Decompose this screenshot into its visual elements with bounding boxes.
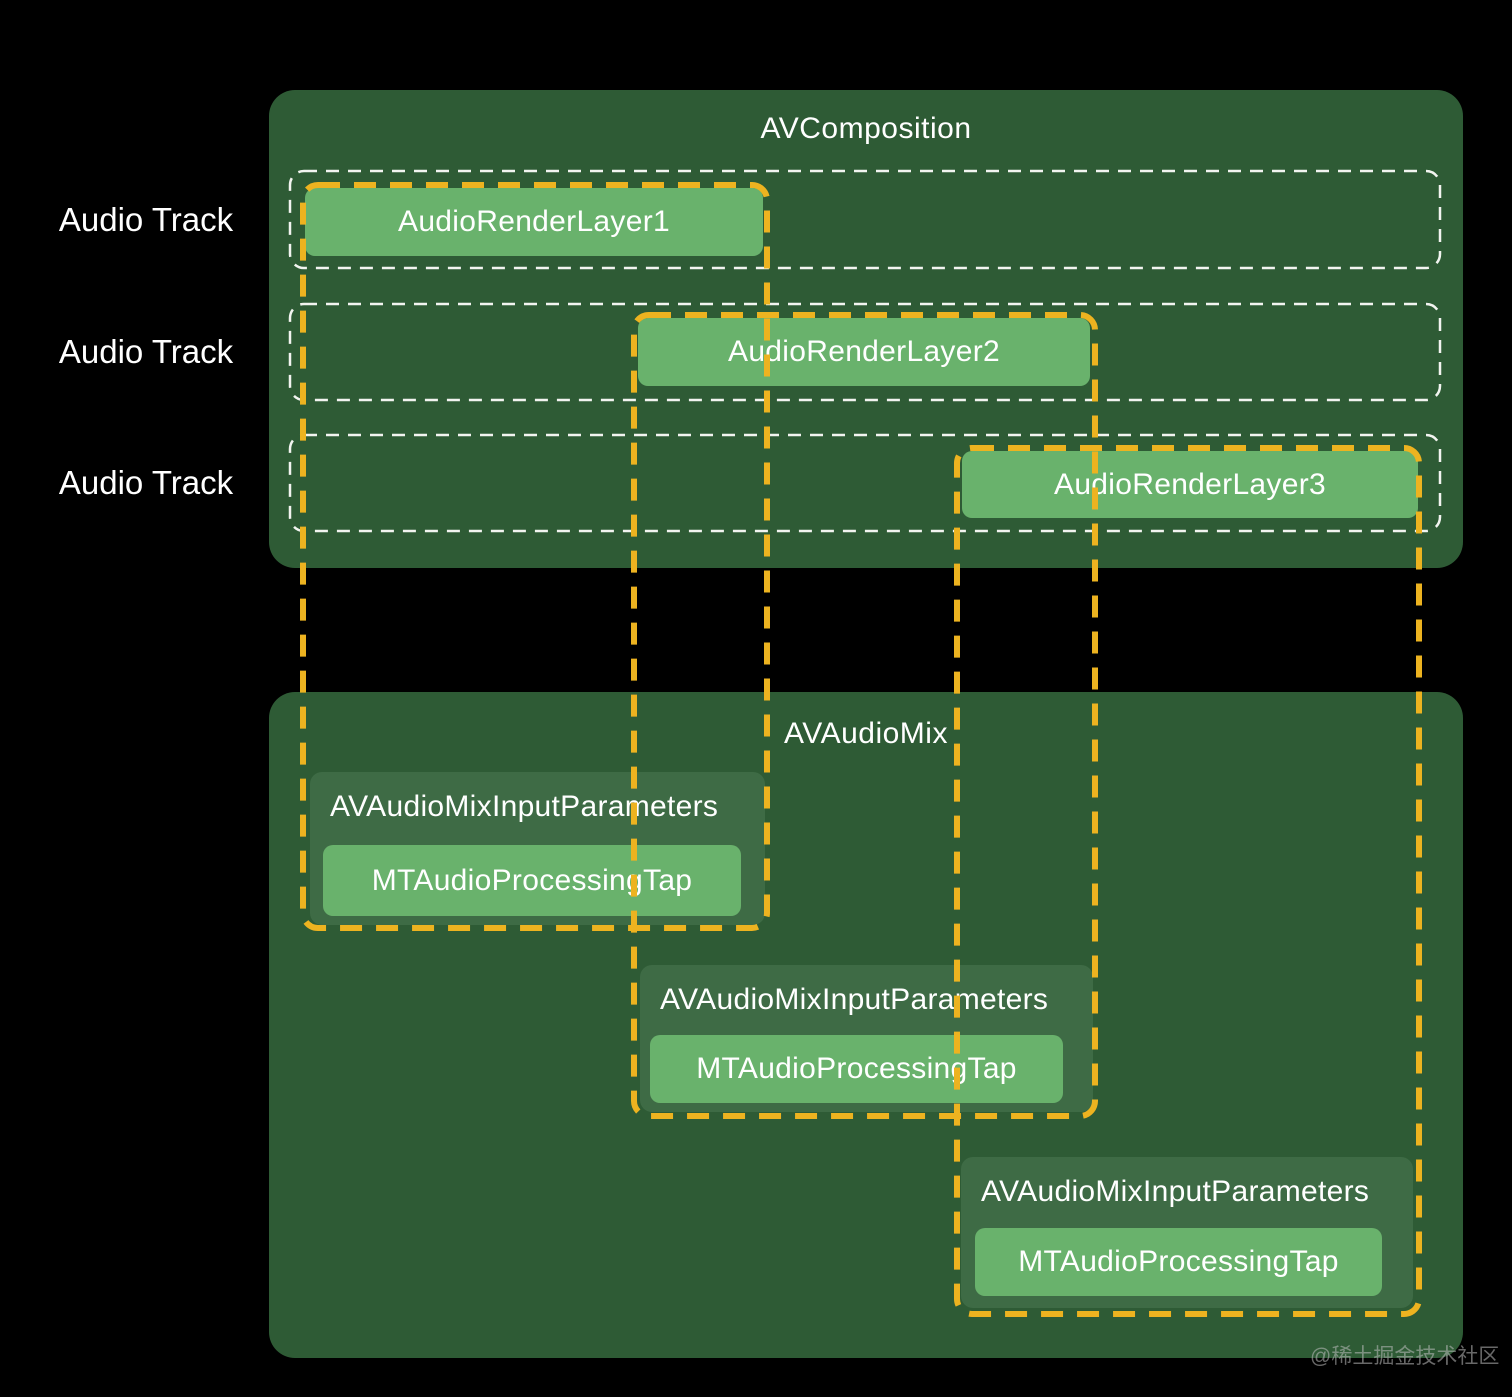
audio-track-label-1: Audio Track	[58, 200, 234, 238]
audio-render-layer-1-box: AudioRenderLayer1	[305, 188, 763, 256]
mix-input-parameters-title-3: AVAudioMixInputParameters	[981, 1175, 1370, 1208]
audio-track-label-3: Audio Track	[58, 464, 234, 501]
mix-input-parameters-box-3: AVAudioMixInputParameters MTAudioProcess…	[961, 1157, 1413, 1308]
avaudiomix-title: AVAudioMix	[784, 717, 948, 750]
mix-input-parameters-title-1: AVAudioMixInputParameters	[330, 790, 719, 823]
mix-input-parameters-box-2: AVAudioMixInputParameters MTAudioProcess…	[640, 965, 1093, 1112]
audio-processing-tap-box-2: MTAudioProcessingTap	[650, 1035, 1063, 1103]
audio-processing-tap-box-1: MTAudioProcessingTap	[323, 845, 741, 916]
mix-input-parameters-box-1: AVAudioMixInputParameters MTAudioProcess…	[310, 772, 765, 925]
audio-processing-tap-box-3: MTAudioProcessingTap	[975, 1228, 1382, 1296]
audio-track-label-2: Audio Track	[58, 333, 234, 370]
mix-input-parameters-title-2: AVAudioMixInputParameters	[660, 983, 1049, 1016]
watermark-text: @稀土掘金技术社区	[1310, 1345, 1500, 1368]
audio-render-layer-2-box: AudioRenderLayer2	[638, 318, 1090, 386]
avcomposition-title: AVComposition	[760, 112, 972, 145]
audio-render-layer-3-box: AudioRenderLayer3	[962, 451, 1418, 518]
